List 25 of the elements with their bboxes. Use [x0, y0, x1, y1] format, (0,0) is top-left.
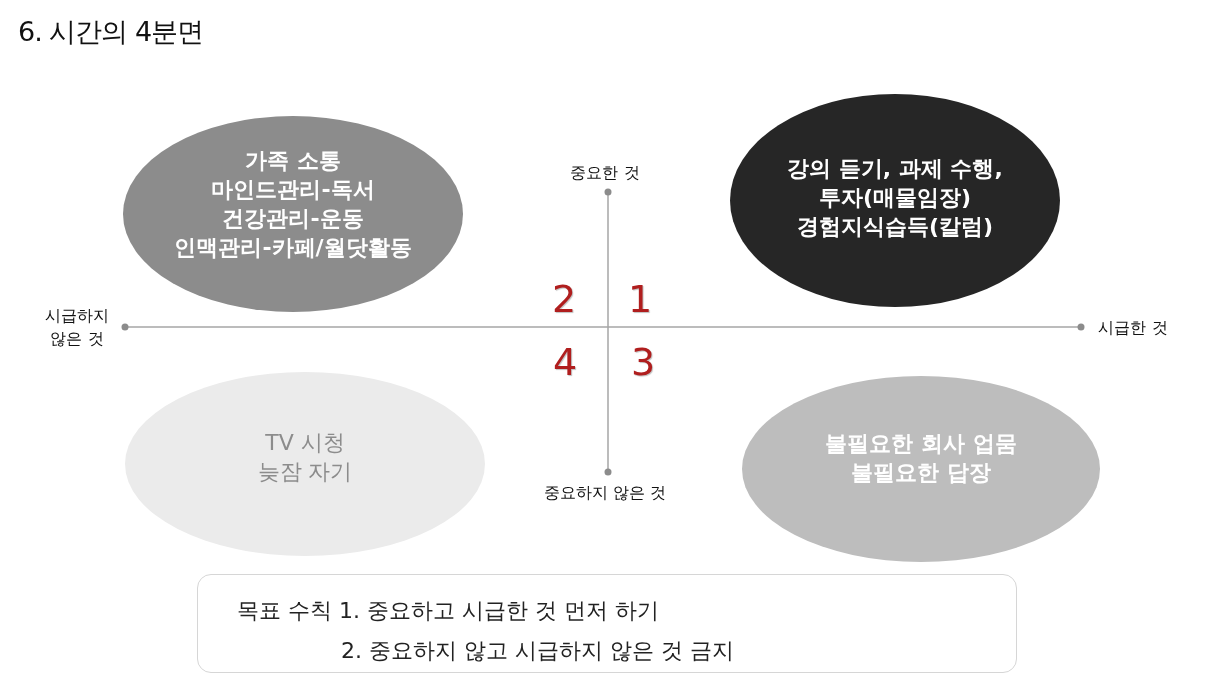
rule-text: 목표 수칙 1. 중요하고 시급한 것 먼저 하기 — [237, 597, 659, 625]
quadrant-ellipse — [123, 116, 463, 312]
axis-label: 중요한 것 — [569, 162, 641, 184]
axis-label: 시급한 것 — [1097, 317, 1169, 339]
activity-text: 경험지식습득(칼럼) — [796, 213, 994, 241]
quadrant-number: 1 — [627, 280, 653, 318]
activity-text: TV 시청 — [265, 429, 345, 457]
activity-text: 불필요한 회사 업뭄 — [825, 430, 1017, 458]
rules-panel — [197, 574, 1017, 673]
activity-text: 늦잠 자기 — [257, 458, 353, 486]
activity-text: 가족 소통 — [245, 147, 341, 175]
quadrant-ellipse — [742, 376, 1100, 562]
quadrant-number: 2 — [551, 280, 577, 318]
activity-text: 인맥관리-카페/월닷활동 — [174, 234, 412, 262]
activity-text: 마인드관리-독서 — [211, 176, 375, 204]
quadrant-number: 4 — [552, 343, 578, 381]
activity-text: 강의 듣기, 과제 수행, 투자(매물임장) — [786, 155, 1004, 212]
title: 6. 시간의 4분면 — [18, 15, 204, 49]
activity-text: 건강관리-운동 — [222, 205, 364, 233]
quadrant-number: 3 — [630, 343, 656, 381]
activity-text: 불필요한 답장 — [851, 459, 991, 487]
quadrant-ellipse — [730, 94, 1060, 307]
rule-text: 2. 중요하지 않고 시급하지 않은 것 금지 — [341, 637, 734, 665]
axis-label: 중요하지 않은 것 — [542, 482, 668, 504]
axis-label: 시급하지 않은 것 — [44, 305, 110, 350]
